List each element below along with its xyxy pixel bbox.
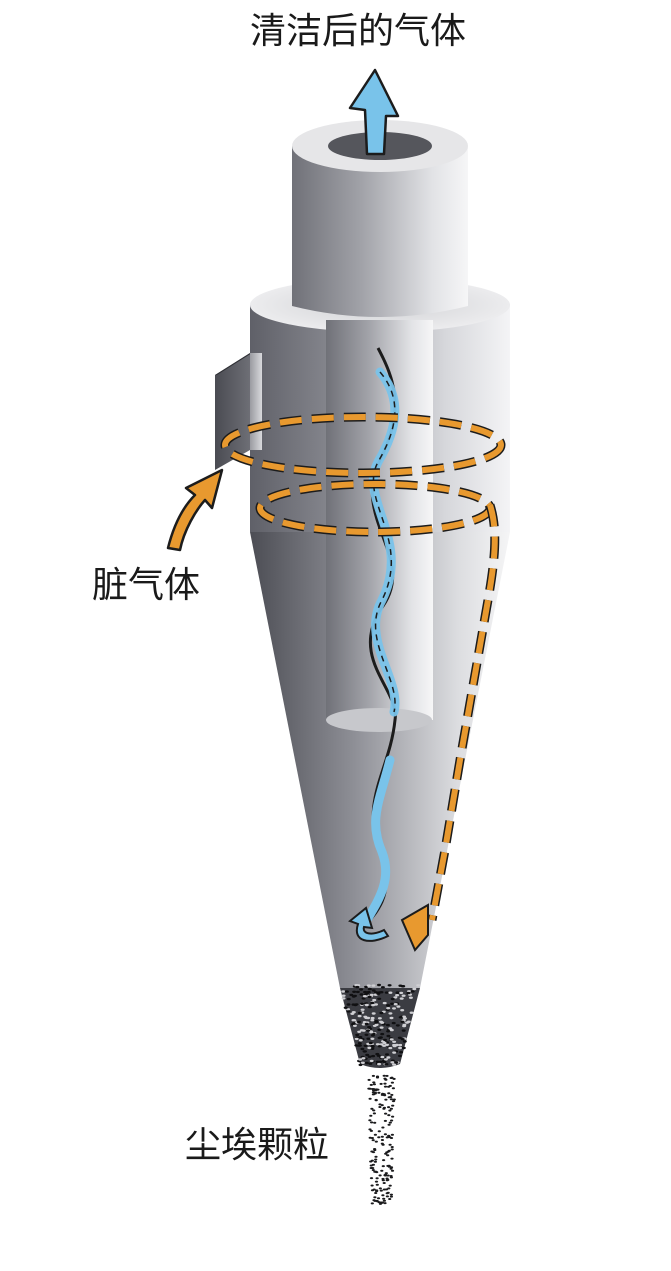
clean-gas-return-arrow: [348, 906, 390, 942]
outlet-pipe: [292, 146, 468, 317]
clean-gas-label: 清洁后的气体: [250, 11, 467, 52]
dust-particles-label: 尘埃颗粒: [185, 1125, 330, 1166]
dirty-gas-down-arrow: [400, 903, 429, 952]
falling-dust: [367, 1074, 396, 1205]
dirty-gas-label: 脏气体: [92, 565, 201, 606]
cone-section: [250, 532, 510, 988]
collected-dust: [341, 983, 421, 1067]
dirty-gas-flow: [220, 412, 506, 952]
dirty-gas-inlet-arrow: [166, 468, 224, 552]
clean-gas-up-arrow: [348, 68, 400, 156]
